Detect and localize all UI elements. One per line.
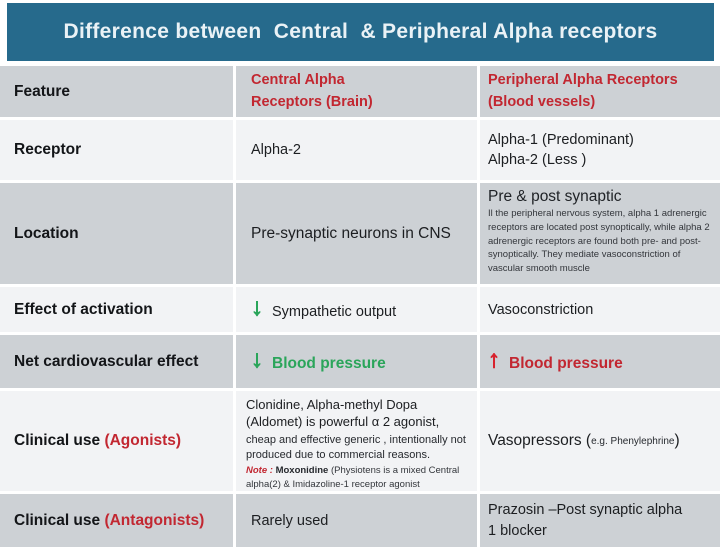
comparison-table: Feature Central Alpha Receptors (Brain) … — [0, 66, 720, 547]
row-label-effect: Effect of activation — [0, 287, 233, 332]
row-label-agonists: Clinical use (Agonists) — [0, 391, 233, 491]
cell-antagonists-peripheral: Prazosin –Post synaptic alpha 1 blocker — [480, 494, 720, 547]
cell-location-peripheral: Pre & post synaptic Il the peripheral ne… — [480, 183, 720, 284]
note-drug-name: Moxonidine — [275, 465, 331, 477]
column-header-feature: Feature — [0, 66, 233, 117]
agonists-central-main: Clonidine, Alpha-methyl Dopa (Aldomet) i… — [246, 397, 440, 429]
page-title: Difference between Central & Peripheral … — [63, 20, 658, 43]
note-rest: (Physiotens is a mixed Central alpha(2) … — [246, 465, 460, 490]
cell-effect-central: ↓ Sympathetic output — [236, 287, 477, 332]
column-header-peripheral: Peripheral Alpha Receptors (Blood vessel… — [480, 66, 720, 117]
agonists-peripheral-close: ) — [674, 432, 680, 449]
location-peripheral-title: Pre & post synaptic — [488, 188, 622, 205]
agonists-central-detail: cheap and effective generic , intentiona… — [246, 433, 466, 461]
row-label-location: Location — [0, 183, 233, 284]
row-label-cardio: Net cardiovascular effect — [0, 335, 233, 388]
cell-location-central: Pre-synaptic neurons in CNS — [236, 183, 477, 284]
cell-cardio-peripheral: ↑ Blood pressure — [480, 335, 720, 388]
increase-arrow-icon: ↑ — [488, 345, 501, 373]
cell-antagonists-central: Rarely used — [236, 494, 477, 547]
cell-agonists-central: Clonidine, Alpha-methyl Dopa (Aldomet) i… — [236, 391, 477, 491]
effect-central-text: Sympathetic output — [272, 303, 397, 320]
agonists-central-note: Note : Moxonidine (Physiotens is a mixed… — [246, 464, 471, 491]
cell-agonists-peripheral: Vasopressors (e.g. Phenylephrine) — [480, 391, 720, 491]
title-banner: Difference between Central & Peripheral … — [7, 3, 714, 61]
cell-receptor-central: Alpha-2 — [236, 120, 477, 180]
cardio-central-text: Blood pressure — [272, 354, 386, 372]
location-peripheral-detail: Il the peripheral nervous system, alpha … — [488, 208, 710, 275]
agonists-label: Clinical use — [14, 432, 105, 449]
cell-receptor-peripheral: Alpha-1 (Predominant) Alpha-2 (Less ) — [480, 120, 720, 180]
decrease-arrow-icon: ↓ — [251, 345, 264, 373]
antagonists-label: Clinical use — [14, 511, 105, 529]
agonists-label-suffix: (Agonists) — [104, 432, 182, 449]
row-label-antagonists: Clinical use (Antagonists) — [0, 494, 233, 547]
agonists-peripheral-main: Vasopressors ( — [488, 432, 592, 449]
row-label-receptor: Receptor — [0, 120, 233, 180]
column-header-central: Central Alpha Receptors (Brain) — [236, 66, 477, 117]
decrease-arrow-icon: ↓ — [251, 293, 264, 321]
agonists-peripheral-example: e.g. Phenylephrine — [591, 435, 675, 447]
cardio-peripheral-text: Blood pressure — [509, 354, 623, 372]
note-label: Note : — [246, 465, 276, 477]
antagonists-label-suffix: (Antagonists) — [104, 511, 205, 529]
cell-effect-peripheral: Vasoconstriction — [480, 287, 720, 332]
cell-cardio-central: ↓ Blood pressure — [236, 335, 477, 388]
